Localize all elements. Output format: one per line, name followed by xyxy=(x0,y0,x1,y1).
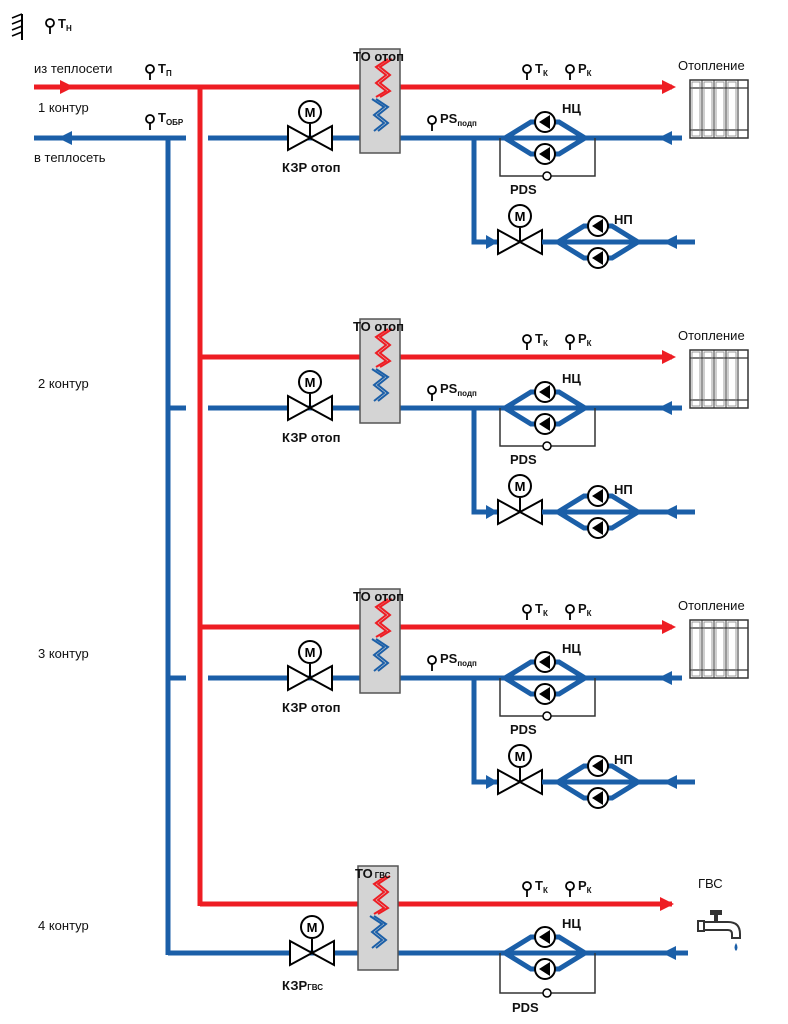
pump-label: НЦ xyxy=(562,371,581,386)
outdoor-temp-sensor: ТН xyxy=(11,13,72,40)
pk-sensor: РК xyxy=(565,61,592,81)
heat-exchanger xyxy=(359,588,401,694)
ps-sensor: PSподп xyxy=(427,111,477,132)
circuit-label: 1 контур xyxy=(38,100,89,115)
hx-label: ТО отоп xyxy=(353,589,404,604)
svg-text:ТК: ТК xyxy=(535,878,548,895)
svg-text:PSподп: PSподп xyxy=(440,381,477,398)
svg-text:ТП: ТП xyxy=(158,61,172,78)
heat-exchanger xyxy=(359,48,401,154)
radiator-icon xyxy=(689,619,749,679)
svg-text:ТК: ТК xyxy=(535,331,548,348)
svg-text:PSподп: PSподп xyxy=(440,651,477,668)
supply-temp-sensor: ТП xyxy=(145,61,172,81)
valve-label: КЗР отоп xyxy=(282,700,340,715)
makeup-pump-label: НП xyxy=(614,752,633,767)
svg-text:ТК: ТК xyxy=(535,601,548,618)
pump-label: НЦ xyxy=(562,916,581,931)
ps-sensor: PSподп xyxy=(427,381,477,402)
heat-exchanger xyxy=(357,865,399,971)
valve-label: КЗР отоп xyxy=(282,160,340,175)
pds-label: PDS xyxy=(510,722,537,737)
svg-text:ТН: ТН xyxy=(58,16,72,33)
svg-text:ТК: ТК xyxy=(535,61,548,78)
supply-from-label: из теплосети xyxy=(34,61,112,76)
pds-label: PDS xyxy=(510,182,537,197)
makeup-valve xyxy=(497,204,543,255)
ps-sensor: PSподп xyxy=(427,651,477,672)
motor-valve xyxy=(287,100,333,151)
pump-label: НЦ xyxy=(562,641,581,656)
tk-sensor: ТК xyxy=(522,878,548,898)
motor-valve xyxy=(287,370,333,421)
tk-sensor: ТК xyxy=(522,331,548,351)
tk-sensor: ТК xyxy=(522,601,548,621)
pk-sensor: РК xyxy=(565,601,592,621)
valve-label: КЗР отоп xyxy=(282,430,340,445)
tk-sensor: ТК xyxy=(522,61,548,81)
svg-text:ТОБР: ТОБР xyxy=(158,110,184,127)
makeup-valve xyxy=(497,744,543,795)
makeup-valve xyxy=(497,474,543,525)
makeup-pump-label: НП xyxy=(614,212,633,227)
radiator-icon xyxy=(689,79,749,139)
consumer-label: Отопление xyxy=(678,58,745,73)
pk-sensor: РК xyxy=(565,878,592,898)
return-to-label: в теплосеть xyxy=(34,150,106,165)
svg-text:РК: РК xyxy=(578,331,592,348)
svg-text:РК: РК xyxy=(578,601,592,618)
heat-exchanger xyxy=(359,318,401,424)
consumer-label: Отопление xyxy=(678,598,745,613)
return-temp-sensor: ТОБР xyxy=(145,110,184,131)
svg-text:РК: РК xyxy=(578,878,592,895)
valve-label: КЗРГВС xyxy=(282,978,323,993)
radiator-icon xyxy=(689,349,749,409)
motor-valve xyxy=(287,640,333,691)
hx-label: ТО отоп xyxy=(353,49,404,64)
circuit-label: 2 контур xyxy=(38,376,89,391)
pump-label: НЦ xyxy=(562,101,581,116)
circuit-label: 3 контур xyxy=(38,646,89,661)
consumer-label: Отопление xyxy=(678,328,745,343)
tap-icon xyxy=(697,910,741,951)
svg-text:PSподп: PSподп xyxy=(440,111,477,128)
pk-sensor: РК xyxy=(565,331,592,351)
hx-label: ТО отоп xyxy=(353,319,404,334)
circuit-label: 4 контур xyxy=(38,918,89,933)
motor-valve xyxy=(289,915,335,966)
pds-label: PDS xyxy=(512,1000,539,1015)
makeup-pump-label: НП xyxy=(614,482,633,497)
svg-text:РК: РК xyxy=(578,61,592,78)
consumer-label: ГВС xyxy=(698,876,723,891)
pds-label: PDS xyxy=(510,452,537,467)
